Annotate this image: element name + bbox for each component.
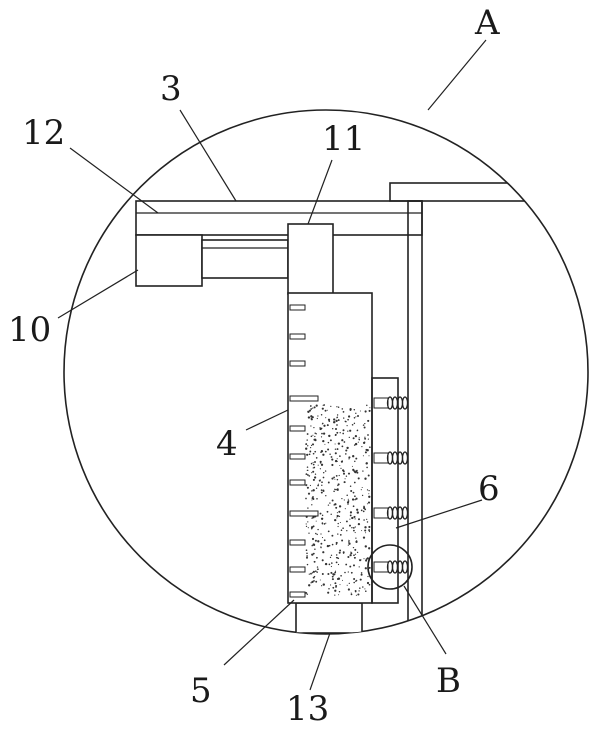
label-10: 10 (8, 310, 51, 350)
spring (373, 506, 409, 520)
detail-circle-b (367, 544, 413, 590)
label-a: A (474, 3, 500, 43)
speckle-fill (305, 404, 371, 596)
label-12: 12 (22, 113, 65, 153)
scale-tick (289, 333, 306, 340)
drive-rod (201, 239, 289, 279)
scale-tick (289, 539, 306, 546)
motor-10 (135, 234, 203, 287)
scale-tick (289, 360, 306, 367)
label-6: 6 (478, 469, 500, 509)
leader-lines (57, 39, 487, 691)
label-b: B (436, 661, 461, 701)
scale-tick (289, 566, 306, 573)
container-4 (287, 292, 373, 604)
scale-tick (289, 453, 306, 460)
scale-tick (289, 395, 319, 402)
scale-tick (289, 425, 306, 432)
label-3: 3 (160, 69, 182, 109)
scale-tick (289, 304, 306, 311)
spring (373, 560, 409, 574)
scale-tick (289, 510, 319, 517)
scale-tick (289, 479, 306, 486)
scale-ticks (289, 304, 319, 598)
label-11: 11 (322, 119, 365, 159)
scale-tick (289, 591, 306, 598)
label-5: 5 (190, 671, 212, 711)
top-beam (135, 200, 423, 236)
detail-circle-a (63, 109, 589, 635)
label-4: 4 (216, 424, 238, 464)
slider-block-11 (287, 223, 334, 295)
label-13: 13 (286, 689, 329, 728)
spring-housing (371, 377, 399, 604)
clipped-parts (135, 182, 588, 634)
right-top-plate (389, 182, 588, 202)
springs-6 (373, 396, 409, 574)
bottom-block-13 (295, 602, 363, 634)
spring (373, 451, 409, 465)
spring (373, 396, 409, 410)
